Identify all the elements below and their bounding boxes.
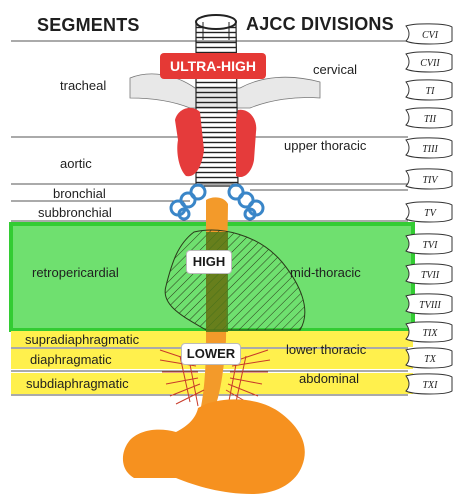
aortic-arch-right: [236, 110, 256, 177]
level-badge-ultra-high: ULTRA-HIGH: [160, 53, 266, 79]
svg-text:TVIII: TVIII: [419, 300, 441, 311]
vertebra-10: TVIII: [406, 294, 452, 314]
aortic-arch: [175, 108, 204, 176]
vertebra-11: TIX: [406, 322, 452, 342]
stomach: [123, 399, 305, 494]
svg-text:CVII: CVII: [420, 58, 440, 69]
segments-header: SEGMENTS: [37, 15, 140, 36]
segment-label-supradiaphragmatic: supradiaphragmatic: [25, 332, 139, 347]
level-badge-high: HIGH: [186, 250, 232, 274]
vertebra-6: TIV: [406, 169, 452, 189]
svg-text:TIX: TIX: [423, 328, 439, 339]
svg-text:TII: TII: [424, 114, 437, 125]
vertebra-13: TXI: [406, 374, 452, 394]
svg-text:TV: TV: [424, 208, 438, 219]
svg-text:TIV: TIV: [423, 175, 440, 186]
svg-text:TXI: TXI: [423, 380, 439, 391]
vertebra-1: CVI: [406, 24, 452, 44]
division-label-abdominal: abdominal: [299, 371, 359, 386]
svg-text:TVI: TVI: [423, 240, 439, 251]
svg-text:TVII: TVII: [421, 270, 440, 281]
vertebra-9: TVII: [406, 264, 452, 284]
segment-label-tracheal: tracheal: [60, 78, 106, 93]
svg-text:CVI: CVI: [422, 30, 439, 41]
svg-text:TI: TI: [426, 86, 436, 97]
level-badge-lower: LOWER: [181, 343, 241, 365]
vertebra-7: TV: [406, 202, 452, 222]
division-label-upper-thoracic: upper thoracic: [284, 138, 366, 153]
division-label-lower-thoracic: lower thoracic: [286, 342, 366, 357]
segment-label-aortic: aortic: [60, 156, 92, 171]
division-label-mid-thoracic: mid-thoracic: [290, 265, 361, 280]
high-esophagus-segment: [206, 232, 228, 332]
vertebra-3: TI: [406, 80, 452, 100]
vertebra-4: TII: [406, 108, 452, 128]
trachea: [196, 22, 238, 186]
segment-label-bronchial: bronchial: [53, 186, 106, 201]
trachea-top: [196, 15, 236, 29]
vertebra-2: CVII: [406, 52, 452, 72]
vertebrae-column: CVI CVII TI TII TIII TIV TV TVI TVII TVI…: [406, 24, 452, 394]
ajcc-divisions-header: AJCC DIVISIONS: [246, 14, 394, 35]
segment-label-diaphragmatic: diaphragmatic: [30, 352, 112, 367]
division-label-cervical: cervical: [313, 62, 357, 77]
segment-label-subbronchial: subbronchial: [38, 205, 112, 220]
svg-text:TX: TX: [424, 354, 437, 365]
vertebra-5: TIII: [406, 138, 452, 158]
vertebra-12: TX: [406, 348, 452, 368]
svg-text:TIII: TIII: [422, 144, 438, 155]
segment-label-subdiaphragmatic: subdiaphragmatic: [26, 376, 129, 391]
vertebra-8: TVI: [406, 234, 452, 254]
segment-label-retropericardial: retropericardial: [32, 265, 119, 280]
